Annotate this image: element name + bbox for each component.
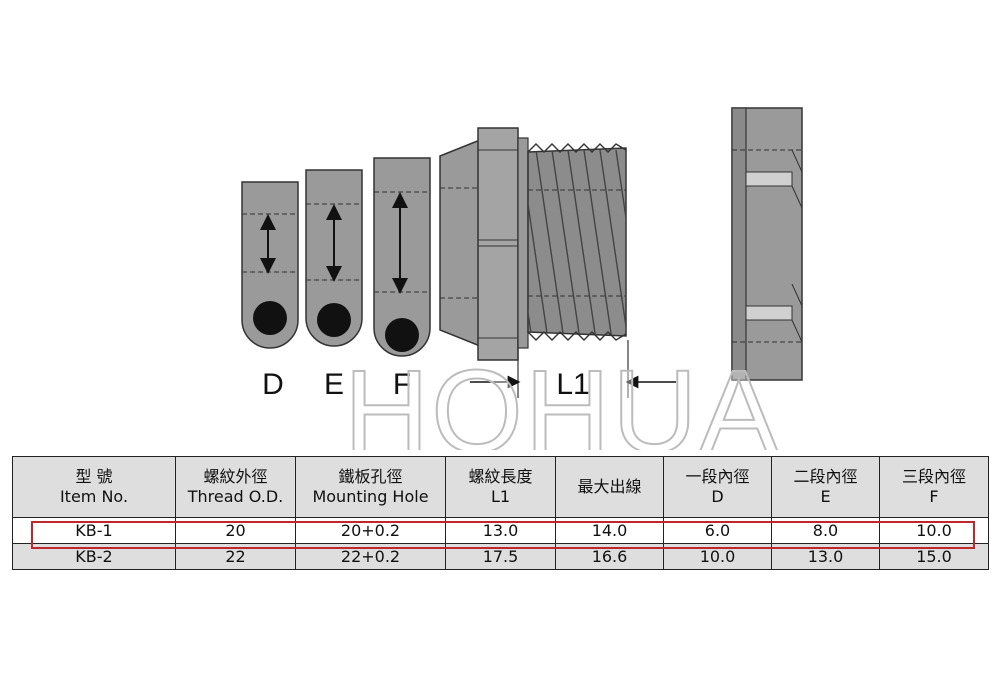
- cell-inner-e: 8.0: [771, 517, 880, 544]
- lock-nut: [731, 107, 803, 381]
- label-l1: L1: [556, 368, 589, 401]
- cell-inner-e: 13.0: [771, 543, 880, 570]
- insert-tab-e: [305, 169, 363, 347]
- insert-tab-f: [373, 157, 431, 357]
- cell-max-cable: 14.0: [555, 517, 664, 544]
- product-diagram: D E F L1 HOHUA: [241, 107, 803, 450]
- cell-inner-d: 6.0: [663, 517, 772, 544]
- cell-inner-f: 10.0: [879, 517, 989, 544]
- cell-thread-length: 13.0: [445, 517, 556, 544]
- gland-body: [439, 127, 627, 361]
- cell-thread-length: 17.5: [445, 543, 556, 570]
- cell-item-no: KB-2: [12, 543, 176, 570]
- cell-mounting-hole: 22+0.2: [295, 543, 446, 570]
- cell-item-no: KB-1: [12, 517, 176, 544]
- cell-thread-od: 20: [175, 517, 296, 544]
- table-row: KB-1 20 20+0.2 13.0 14.0 6.0 8.0 10.0: [12, 517, 989, 544]
- cell-thread-od: 22: [175, 543, 296, 570]
- label-f: F: [393, 368, 411, 401]
- header-max-cable: 最大出線: [555, 456, 664, 518]
- insert-tab-d: [241, 181, 299, 349]
- cell-max-cable: 16.6: [555, 543, 664, 570]
- cell-inner-d: 10.0: [663, 543, 772, 570]
- cell-mounting-hole: 20+0.2: [295, 517, 446, 544]
- table-row: KB-2 22 22+0.2 17.5 16.6 10.0 13.0 15.0: [12, 543, 989, 570]
- label-e: E: [324, 368, 344, 401]
- label-d: D: [262, 368, 284, 401]
- watermark-text: HOHUA: [344, 346, 780, 450]
- cell-inner-f: 15.0: [879, 543, 989, 570]
- l1-dimension: [470, 340, 676, 398]
